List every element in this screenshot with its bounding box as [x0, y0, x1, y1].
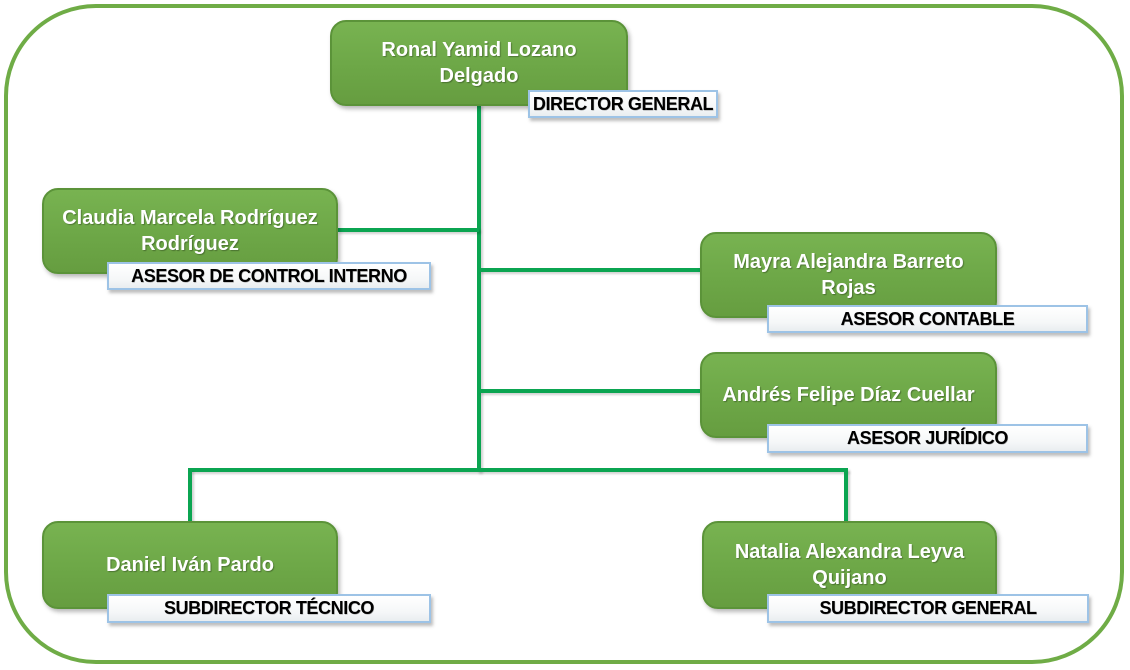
connector-control-interno-branch	[337, 228, 479, 232]
person-name-director-general: Ronal Yamid Lozano Delgado	[381, 38, 577, 87]
role-text-asesor-contable: ASESOR CONTABLE	[840, 308, 1015, 329]
role-label-asesor-contable: ASESOR CONTABLE	[767, 305, 1088, 333]
role-label-asesor-juridico: ASESOR JURÍDICO	[767, 424, 1088, 453]
role-text-director-general: DIRECTOR GENERAL	[532, 93, 714, 114]
connector-drop-subdirector-tecnico	[188, 470, 192, 522]
connector-drop-subdirector-general	[844, 470, 848, 522]
role-text-subdirector-tecnico: SUBDIRECTOR TÉCNICO	[163, 598, 375, 618]
connector-subdirectors-horizontal	[188, 468, 848, 472]
person-name-asesor-control-interno: Claudia Marcela Rodríguez Rodríguez	[62, 206, 318, 255]
role-label-asesor-control-interno: ASESOR DE CONTROL INTERNO	[107, 262, 431, 290]
connector-contable-branch	[479, 268, 702, 272]
role-text-asesor-juridico: ASESOR JURÍDICO	[846, 428, 1009, 448]
org-node-asesor-juridico: Andrés Felipe Díaz Cuellar	[700, 352, 997, 438]
person-name-subdirector-tecnico: Daniel Iván Pardo	[106, 553, 274, 576]
person-name-subdirector-general: Natalia Alexandra Leyva Quijano	[734, 540, 965, 589]
connector-trunk-vertical	[477, 104, 481, 472]
role-text-subdirector-general: SUBDIRECTOR GENERAL	[819, 598, 1037, 618]
role-text-asesor-control-interno: ASESOR DE CONTROL INTERNO	[131, 265, 407, 286]
person-name-asesor-contable: Mayra Alejandra Barreto Rojas	[733, 250, 964, 299]
org-node-asesor-contable: Mayra Alejandra Barreto Rojas	[700, 232, 997, 318]
person-name-asesor-juridico: Andrés Felipe Díaz Cuellar	[722, 383, 975, 406]
role-label-subdirector-general: SUBDIRECTOR GENERAL	[767, 594, 1089, 623]
role-label-director-general: DIRECTOR GENERAL	[528, 90, 718, 118]
org-node-asesor-control-interno: Claudia Marcela Rodríguez Rodríguez	[42, 188, 338, 274]
connector-juridico-branch	[479, 389, 702, 393]
role-label-subdirector-tecnico: SUBDIRECTOR TÉCNICO	[107, 594, 431, 623]
